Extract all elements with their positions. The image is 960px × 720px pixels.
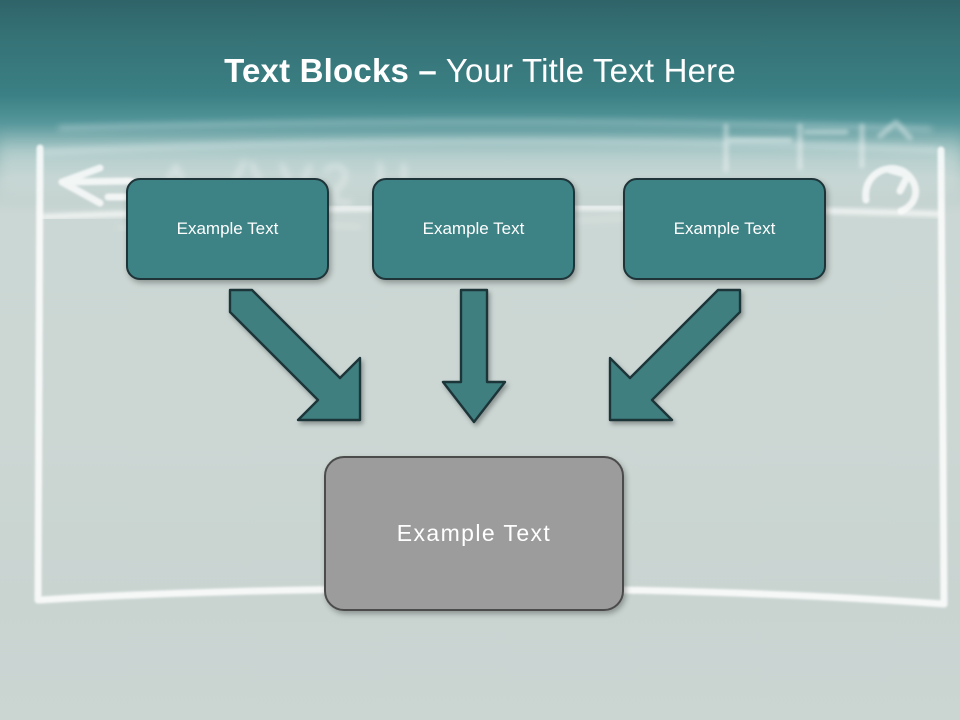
- page-title-bold: Text Blocks –: [224, 52, 437, 89]
- text-block-2[interactable]: Example Text: [372, 178, 575, 280]
- text-block-1-label: Example Text: [176, 219, 279, 238]
- summary-text-block-label: Example Text: [396, 520, 552, 546]
- text-block-1[interactable]: Example Text: [126, 178, 329, 280]
- page-title-light: Your Title Text Here: [436, 52, 736, 89]
- summary-text-block[interactable]: Example Text: [324, 456, 624, 611]
- page-title: Text Blocks – Your Title Text Here: [0, 50, 960, 92]
- redo-arrow-icon: [862, 165, 920, 215]
- text-block-3-label: Example Text: [673, 219, 776, 238]
- text-block-2-label: Example Text: [422, 219, 525, 238]
- text-block-3[interactable]: Example Text: [623, 178, 826, 280]
